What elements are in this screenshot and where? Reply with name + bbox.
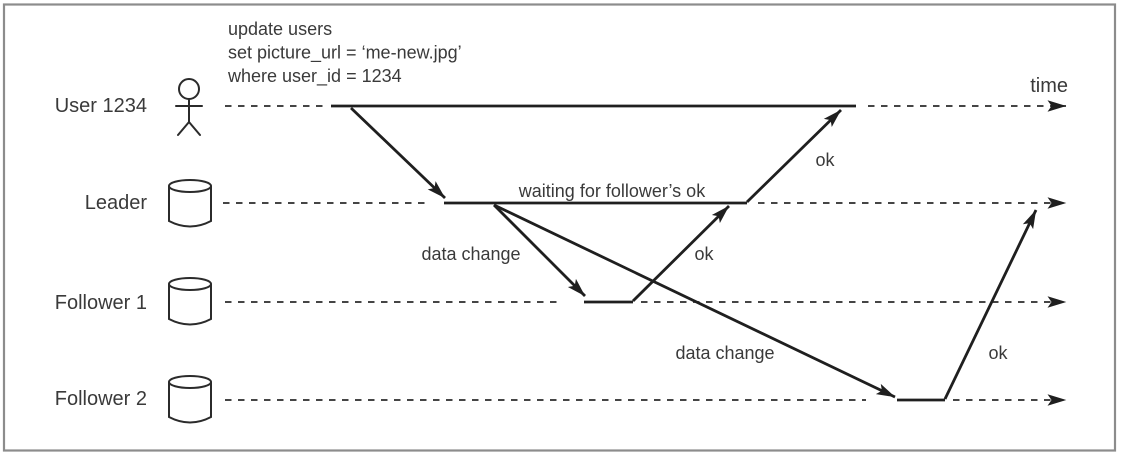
- ok-label-user: ok: [815, 150, 835, 170]
- time-label: time: [1030, 75, 1068, 97]
- arrow-ok-follower2-to-leader: [943, 209, 1038, 400]
- data-change-label-1: data change: [421, 244, 520, 264]
- query-line-3: where user_id = 1234: [227, 66, 402, 87]
- ok-label-follower1: ok: [694, 244, 714, 264]
- lane-label-follower2: Follower 2: [55, 388, 147, 410]
- query-line-2: set picture_url = ‘me-new.jpg’: [228, 43, 462, 64]
- arrow-ok-leader-to-user: [746, 108, 842, 204]
- query-text: update users set picture_url = ‘me-new.j…: [227, 19, 462, 87]
- query-line-1: update users: [228, 19, 332, 39]
- waiting-label: waiting for follower’s ok: [518, 181, 706, 201]
- ok-label-follower2: ok: [988, 343, 1008, 363]
- arrow-ok-follower1-to-leader: [632, 205, 730, 302]
- arrow-data-change-leader-to-follower1: [493, 204, 586, 297]
- arrow-data-change-leader-to-follower2: [493, 203, 896, 399]
- arrow-update-user-to-leader: [350, 106, 446, 200]
- lane-label-user: User 1234: [55, 95, 147, 117]
- data-change-label-2: data change: [675, 343, 774, 363]
- person-icon: [175, 78, 203, 136]
- lane-label-follower1: Follower 1: [55, 292, 147, 314]
- lane-label-leader: Leader: [85, 192, 148, 214]
